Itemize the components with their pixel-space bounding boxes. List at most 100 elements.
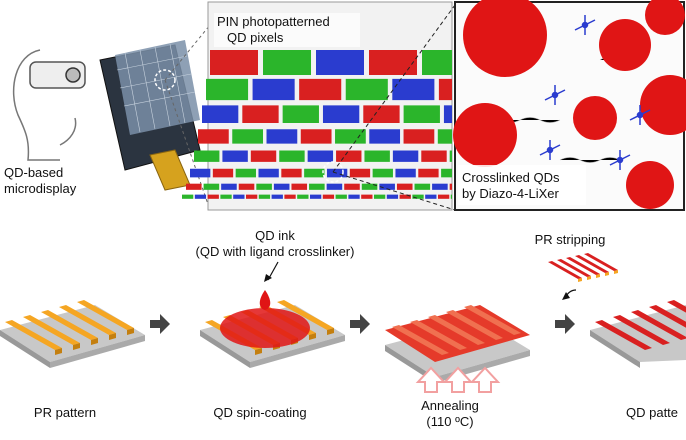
qd-pixel [222, 150, 248, 162]
qd-pixel [336, 150, 362, 162]
qd-pixel [252, 78, 295, 101]
qd-pattern-illustration [590, 300, 686, 368]
qd-pixel [279, 150, 305, 162]
qd-stripe [595, 320, 652, 350]
step-label-spin-coating: QD spin-coating [213, 405, 307, 420]
qd-ridge [392, 325, 449, 355]
qd-stripe [649, 305, 686, 328]
qd-pixel [309, 183, 325, 190]
qd-pixel [245, 194, 258, 199]
qd-pixel [412, 194, 424, 199]
qd-pixel [335, 194, 347, 199]
qd-stripe [631, 310, 686, 340]
stripped-pr-piece [575, 255, 609, 273]
pixels-label-line2: QD pixels [227, 30, 284, 45]
pr-pattern-illustration [0, 300, 145, 368]
qd-pixel [304, 168, 325, 178]
qd-ridge [446, 310, 503, 340]
person-headset-icon [12, 49, 86, 161]
step-label-annealing: Annealing [421, 398, 479, 413]
qd-pixel [250, 150, 277, 162]
qd-pixel [438, 78, 452, 101]
qd-pixel [379, 183, 395, 190]
qd-pixel [256, 183, 272, 190]
qd-pixel [221, 183, 237, 190]
crosslink-label-line1: Crosslinked QDs [462, 170, 560, 185]
qd-pixel [363, 105, 400, 124]
qd-pixel [449, 150, 452, 162]
qd-pixel [258, 168, 279, 178]
qd-pixel [281, 168, 302, 178]
qd-pixel [335, 129, 366, 144]
stripped-pr-piece-side [596, 274, 600, 278]
qd-pixel [386, 194, 399, 199]
pr-stripe-side [73, 343, 80, 350]
qd-pixel [414, 183, 431, 190]
qd-pixel [235, 168, 256, 178]
pr-stripe [41, 310, 98, 340]
qd-pixel [299, 78, 342, 101]
pr-stripe-side [109, 333, 116, 340]
step-label-qd-pattern: QD patte [626, 405, 679, 420]
qd-ridge [428, 315, 485, 345]
stripped-pr-piece [548, 261, 582, 279]
qd-pixel [403, 129, 435, 144]
qd-pixel [291, 183, 308, 190]
qd-pixel [361, 194, 373, 199]
pr-stripe [5, 320, 62, 350]
stripped-pr-piece-side [614, 270, 618, 274]
qd-pixel [392, 78, 435, 101]
qd-ink-sublabel: (QD with ligand crosslinker) [195, 244, 355, 259]
annealing-illustration [385, 305, 530, 393]
qd-pixel [421, 150, 447, 162]
qd-pixel [307, 150, 334, 162]
qd-pixel [258, 194, 271, 199]
qd-pixel [372, 168, 393, 178]
qd-pixel [395, 168, 416, 178]
qd-pixel [422, 50, 452, 75]
qd-pixel [273, 183, 290, 190]
qd-pixel [282, 105, 319, 124]
pr-stripe [59, 305, 116, 335]
qd-pixel [418, 168, 439, 178]
qd-pixel [450, 194, 452, 199]
pr-stripe [77, 300, 134, 330]
qd-pixel [203, 183, 220, 190]
pr-stripe [277, 300, 334, 330]
qd-pixel [369, 50, 417, 75]
microdisplay-chip-icon [99, 24, 211, 211]
qd-pixel [266, 129, 298, 144]
stripped-pr-illustration [548, 253, 618, 300]
qd-pixel [441, 168, 452, 178]
qd-pixel [309, 194, 322, 199]
process-arrow-3 [555, 314, 575, 334]
process-arrow-1 [150, 314, 170, 334]
step-label-pr-pattern: PR pattern [33, 405, 97, 420]
heat-arrows [415, 366, 501, 393]
qd-pixel [220, 194, 232, 199]
qd-pixel [186, 183, 202, 190]
stripped-pr-piece [566, 257, 600, 275]
qd-pixel [373, 194, 386, 199]
qd-pixel [207, 194, 219, 199]
qd-pixel [437, 129, 452, 144]
stripped-pr-piece-side [578, 278, 582, 282]
qd-pixel [198, 129, 229, 144]
qd-ink-label: QD ink [255, 228, 295, 243]
qd-pixel [345, 78, 388, 101]
stripped-pr-piece-side [587, 276, 591, 280]
qd-pixel [364, 150, 390, 162]
pr-stripe-side [327, 328, 334, 335]
qd-pixel [242, 105, 279, 124]
qd-pixel [190, 168, 211, 178]
qd-pixel [369, 129, 401, 144]
qd-pixel [326, 168, 348, 178]
stripped-pr-piece-side [605, 272, 609, 276]
headset-label-line1: QD-based [4, 165, 64, 180]
qd-pixel [425, 194, 437, 199]
qd-pixel [361, 183, 378, 190]
qd-pixel [194, 150, 220, 162]
qd-pixel [233, 194, 245, 199]
spin-coating-illustration [200, 261, 345, 368]
pixels-label-line1: PIN photopatterned [217, 14, 330, 29]
